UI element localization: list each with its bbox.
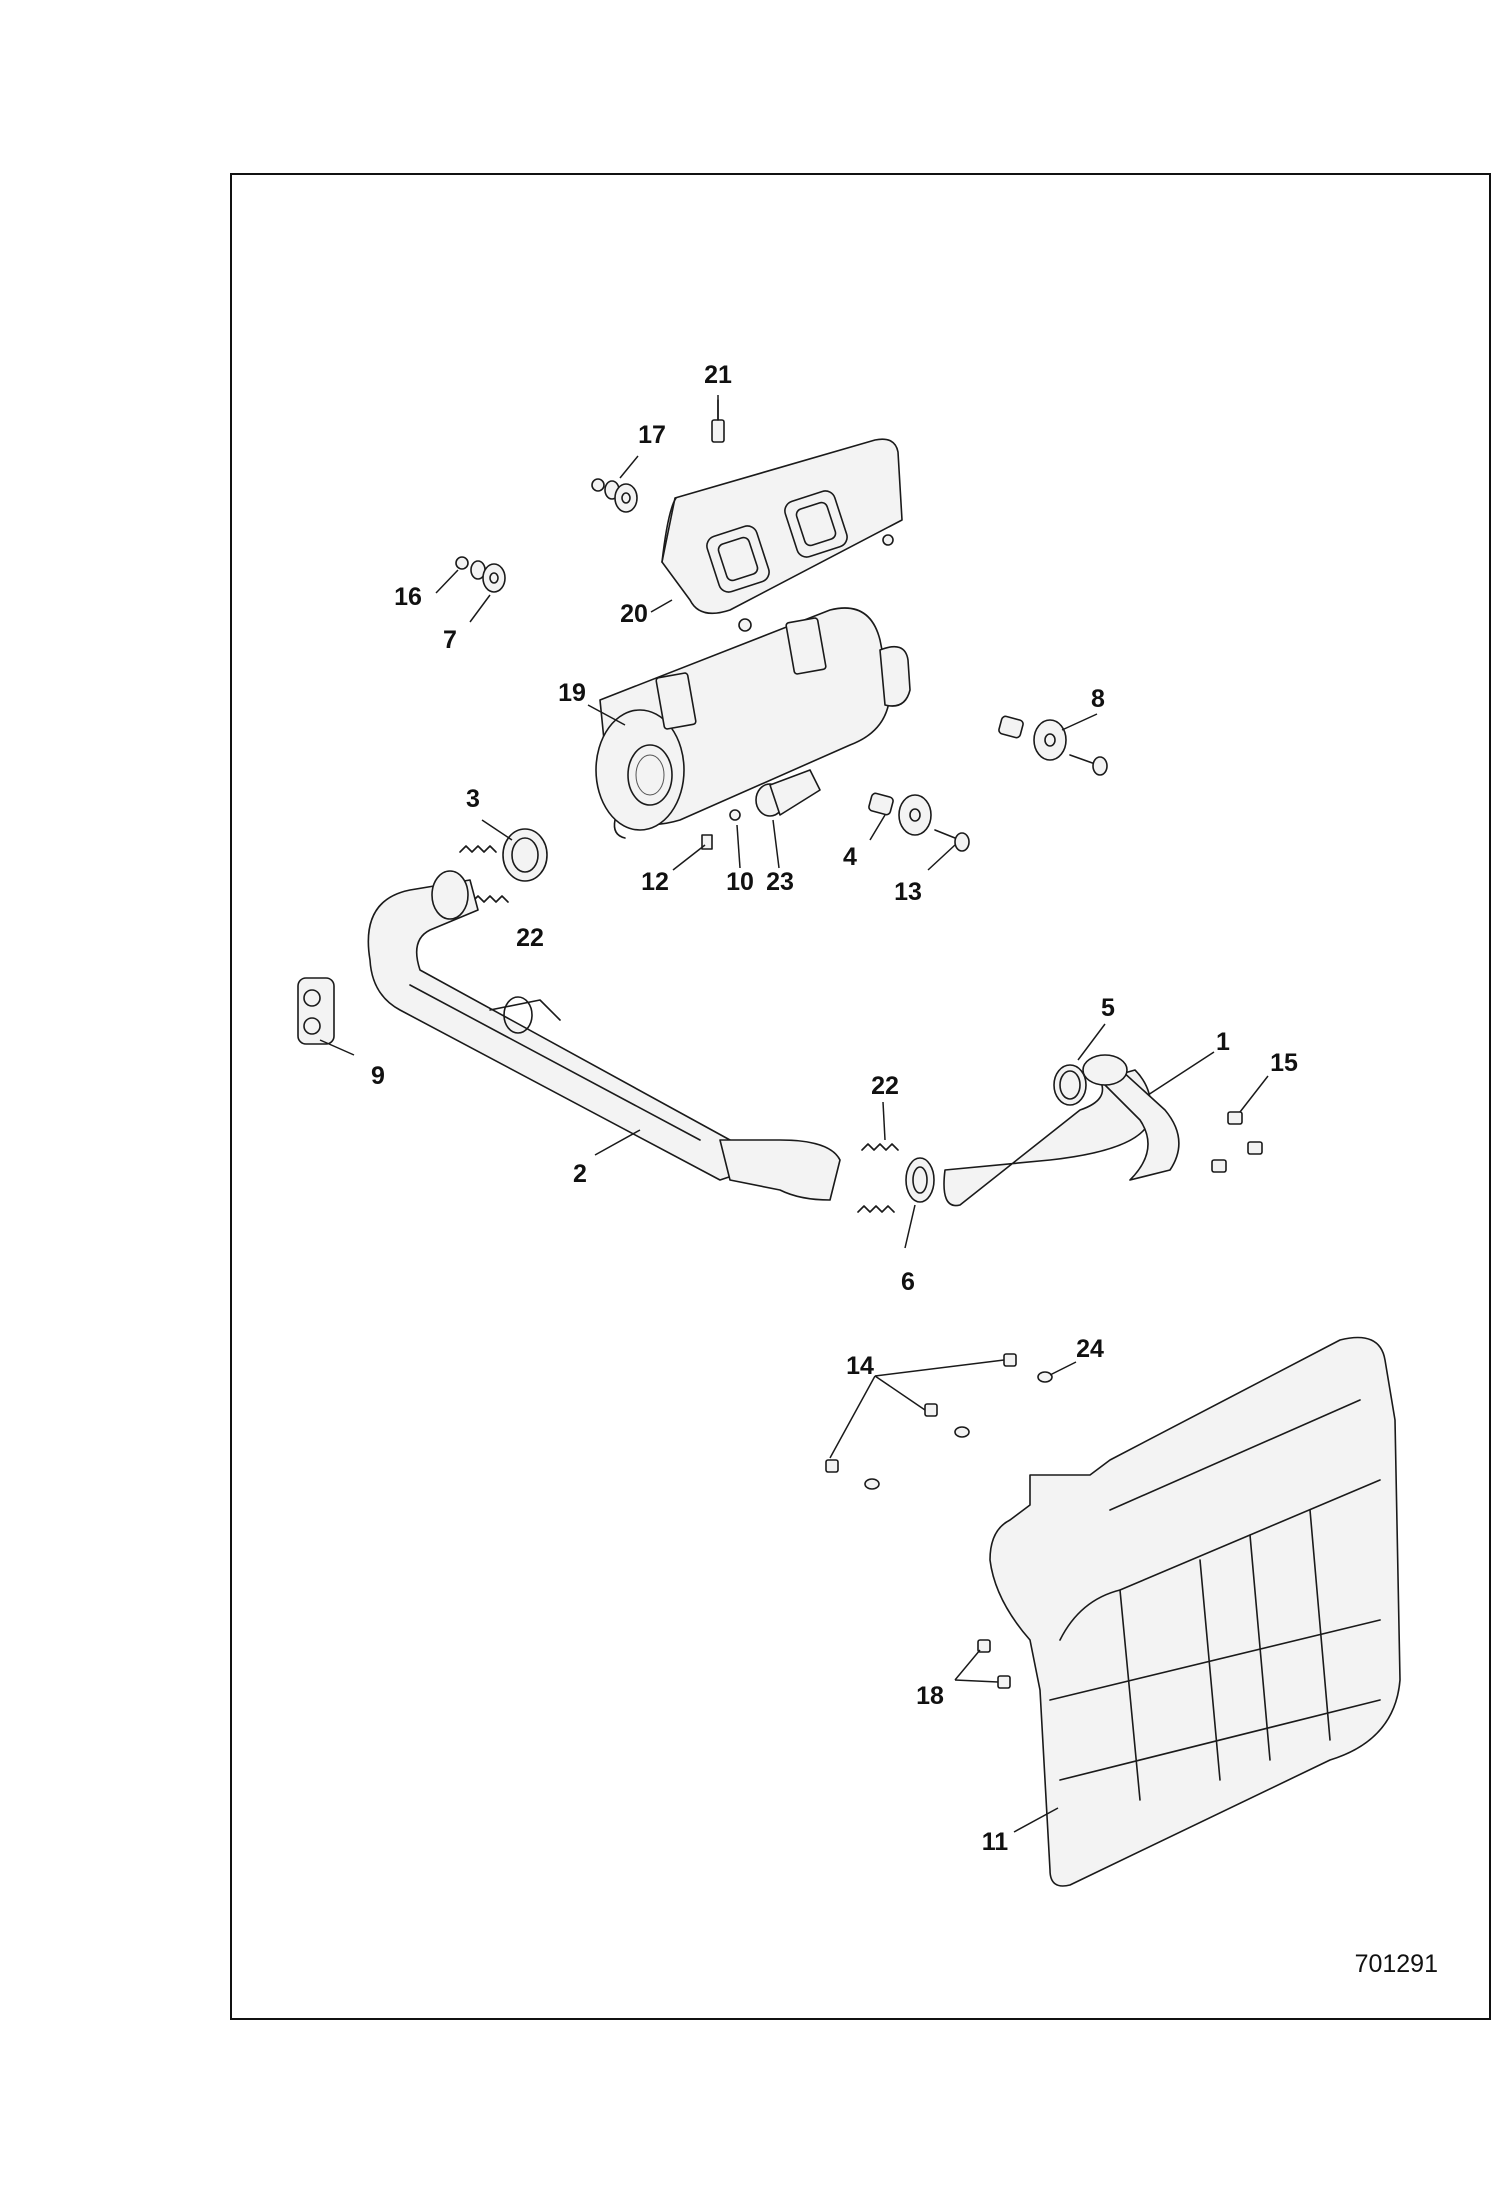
callout-1: 1 [1216, 1028, 1230, 1056]
nut-part-10-icon [729, 809, 741, 821]
callout-17: 17 [638, 421, 666, 449]
figure-id: 701291 [1355, 1950, 1438, 1978]
callout-2: 2 [573, 1160, 587, 1188]
callout-6: 6 [901, 1268, 915, 1296]
gasket-part-3 [502, 828, 548, 882]
callout-9: 9 [371, 1062, 385, 1090]
callout-labels: 21 17 16 7 20 19 8 3 4 13 12 10 23 22 5 … [371, 361, 1298, 1856]
front-pipe-part-2 [367, 870, 841, 1201]
callout-5: 5 [1101, 994, 1115, 1022]
nut-icon [882, 534, 894, 546]
header-pipe-part-1 [943, 1054, 1180, 1207]
bushing-set-part-4-13 [868, 792, 970, 852]
callout-13: 13 [894, 878, 922, 906]
callout-3: 3 [466, 785, 480, 813]
callout-7: 7 [443, 626, 457, 654]
bushing-set-part-8 [998, 715, 1108, 776]
muffler-part-19 [595, 607, 911, 839]
callout-14: 14 [846, 1352, 874, 1380]
nut-icon [738, 618, 752, 632]
washer-set-part-17 [591, 478, 638, 513]
leader-lines [319, 395, 1269, 1833]
screw-set-part-18 [977, 1639, 1011, 1689]
callout-22-lower: 22 [871, 1072, 899, 1100]
callout-8: 8 [1091, 685, 1105, 713]
callout-20: 20 [620, 600, 648, 628]
diagram-frame [230, 173, 1491, 2020]
bolt-set-part-15 [1211, 1111, 1263, 1173]
callout-19: 19 [558, 679, 586, 707]
spring-part-22-upper [459, 845, 509, 903]
callout-18: 18 [916, 1682, 944, 1710]
bolt-set-part-14 [825, 1353, 1017, 1473]
callout-11: 11 [982, 1828, 1009, 1856]
callout-12: 12 [641, 868, 669, 896]
spring-part-22-lower [857, 1143, 899, 1213]
rubber-hanger-part-9 [297, 977, 335, 1045]
callout-21: 21 [704, 361, 732, 389]
bolt-part-12-icon [701, 834, 713, 850]
gasket-part-5 [1053, 1064, 1087, 1106]
washer-set-part-16-7 [455, 556, 506, 593]
callout-23: 23 [766, 868, 794, 896]
washer-set-part-24 [864, 1371, 1053, 1490]
heat-shield-part-20 [661, 438, 903, 615]
callout-4: 4 [843, 843, 857, 871]
callout-16: 16 [394, 583, 422, 611]
gasket-part-5-inner [1059, 1070, 1081, 1100]
callout-22-upper: 22 [516, 924, 544, 952]
gasket-part-6 [905, 1157, 935, 1203]
callout-10: 10 [726, 868, 754, 896]
clamp-part-23 [755, 769, 821, 817]
callout-15: 15 [1270, 1049, 1298, 1077]
callout-24: 24 [1076, 1335, 1104, 1363]
lower-heat-shield-part-11 [989, 1336, 1401, 1887]
